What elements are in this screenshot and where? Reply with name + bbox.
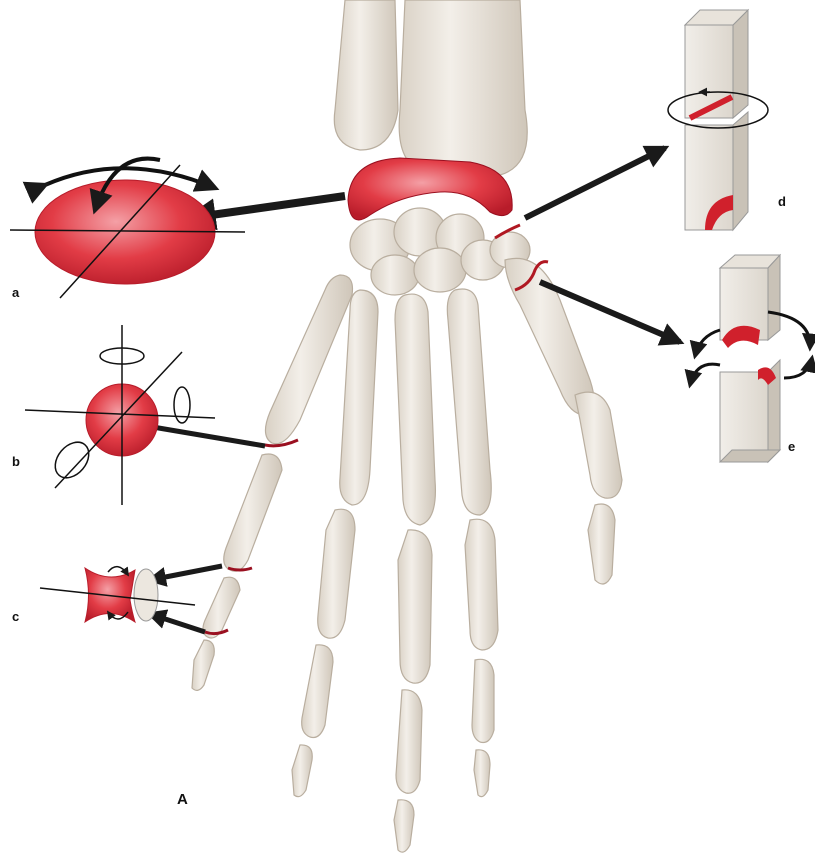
hand-skeleton (192, 0, 622, 852)
arrow-to-c-upper (150, 566, 222, 580)
ellipsoid-joint-icon (10, 159, 245, 298)
label-a: a (12, 286, 19, 299)
label-b: b (12, 455, 20, 468)
radius-bone (399, 0, 527, 175)
label-c: c (12, 610, 19, 623)
arrow-to-a (190, 196, 345, 218)
arrow-to-d (525, 148, 665, 218)
arrow-to-c-lower (150, 614, 205, 632)
middle-finger-bones (394, 294, 435, 852)
ulna-bone (334, 0, 398, 150)
ball-and-socket-joint-icon (25, 325, 215, 505)
label-d: d (778, 195, 786, 208)
pivot-joint-icon (668, 10, 768, 230)
label-e: e (788, 440, 795, 453)
carpal-bones (350, 208, 530, 295)
panel-label: A (177, 792, 188, 807)
saddle-joint-icon (690, 255, 812, 462)
index-finger-bones (447, 289, 498, 797)
